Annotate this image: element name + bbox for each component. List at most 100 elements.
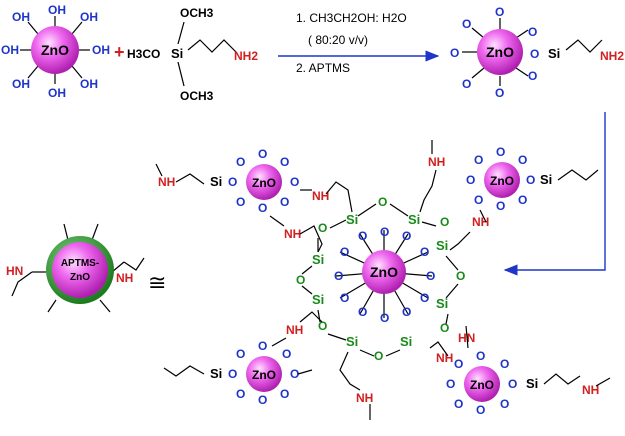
oxygen-label: O <box>474 153 483 167</box>
oxygen-label: O <box>450 46 459 60</box>
oxygen-label: O <box>236 387 245 401</box>
silicon-label: Si <box>210 174 222 189</box>
oxygen-label: O <box>340 245 349 259</box>
hydroxyl-label: OH <box>92 43 110 57</box>
oxygen-label: O <box>258 201 267 215</box>
oxygen-label: O <box>358 305 367 319</box>
oxygen-label: O <box>476 403 485 417</box>
zno-sphere <box>246 164 282 200</box>
plus-sign: + <box>114 42 125 62</box>
silicon-label: Si <box>171 46 183 61</box>
oxygen-label: O <box>518 153 527 167</box>
oxygen-label: O <box>236 155 245 169</box>
oxygen-label: O <box>496 145 505 159</box>
oxygen-label: O <box>402 229 411 243</box>
oxygen-label: O <box>258 147 267 161</box>
silicon-label: Si <box>548 46 560 61</box>
oxygen-label: O <box>290 367 299 381</box>
zno-label: ZnO <box>252 368 276 382</box>
silicon-label: Si <box>346 212 358 227</box>
oxygen-label: O <box>290 175 299 189</box>
oxygen-label: O <box>526 173 535 187</box>
amine-label: NH <box>472 215 489 229</box>
oxygen-label: O <box>474 193 483 207</box>
zno-label: ZnO <box>252 176 276 190</box>
oxygen-label: O <box>500 397 509 411</box>
silicon-label: Si <box>540 172 552 187</box>
oxygen-label: O <box>462 77 471 91</box>
amine-label: NH2 <box>600 49 624 63</box>
oxygen-label: O <box>236 195 245 209</box>
hydroxyl-label: OH <box>1 43 19 57</box>
zno-label: ZnO <box>486 44 514 60</box>
oxygen-label: O <box>462 17 471 31</box>
propylamine-chains: NH <box>339 351 373 420</box>
zno-sphere <box>246 356 282 392</box>
oxygen-label: O <box>440 215 449 229</box>
oxygen-label: O <box>280 195 289 209</box>
amine-label: NH2 <box>234 49 258 63</box>
oxygen-label: O <box>508 377 517 391</box>
oxygen-label: O <box>296 273 305 287</box>
oxygen-label: O <box>454 397 463 411</box>
condition-reagent: 2. APTMS <box>296 61 350 75</box>
satellite-zno-upper-right: ZnO O O O O O O O O Si NH NH <box>419 140 599 251</box>
oxygen-label: O <box>528 69 537 83</box>
condition-ratio: ( 80:20 v/v) <box>308 33 368 47</box>
oxygen-label: O <box>380 225 389 239</box>
silicon-label: Si <box>312 252 324 267</box>
amine-label: NH <box>436 351 453 365</box>
oxygen-label: O <box>340 291 349 305</box>
oxygen-label: O <box>374 349 383 363</box>
hydroxyl-label: OH <box>80 77 98 91</box>
hydroxyl-label: OH <box>12 10 30 24</box>
oxygen-label: O <box>528 25 537 39</box>
apt-label-2: ZnO <box>70 272 90 283</box>
aptms-molecule: OCH3 H3CO OCH3 Si NH2 <box>127 6 258 103</box>
zno-sphere <box>362 250 406 294</box>
apt-label-1: APTMS- <box>61 258 99 269</box>
amine-label: NH <box>428 155 445 169</box>
oxygen-label: O <box>378 195 387 209</box>
zno-aptms-product: ZnO O O O O O O O O Si NH2 <box>450 5 624 100</box>
oxygen-label: O <box>456 269 465 283</box>
amine-label: HN <box>6 264 23 278</box>
oxygen-label: O <box>500 357 509 371</box>
oxygen-label: O <box>426 269 435 283</box>
reaction-step-1: 1. CH3CH2OH: H2O ( 80:20 v/v) 2. APTMS <box>278 11 440 75</box>
oxygen-label: O <box>466 173 475 187</box>
zno-label: ZnO <box>470 378 494 392</box>
n-label: NH <box>158 175 175 189</box>
zno-label: ZnO <box>490 174 514 188</box>
zno-sphere <box>484 162 520 198</box>
oxygen-label: O <box>334 269 343 283</box>
oxygen-label: O <box>476 349 485 363</box>
hydroxyl-label: OH <box>80 10 98 24</box>
condition-solvent: 1. CH3CH2OH: H2O <box>296 11 407 25</box>
oxygen-label: O <box>495 5 504 19</box>
oxygen-label: O <box>236 347 245 361</box>
oxygen-label: O <box>454 357 463 371</box>
oxygen-label: O <box>228 175 237 189</box>
silicon-label: Si <box>346 334 358 349</box>
oxygen-label: O <box>380 311 389 325</box>
amine-label: NH <box>286 323 303 337</box>
oxygen-label: O <box>258 339 267 353</box>
oxygen-label: O <box>518 193 527 207</box>
silicon-label: Si <box>436 296 448 311</box>
hydroxyl-label: OH <box>12 77 30 91</box>
oxygen-label: O <box>280 155 289 169</box>
satellite-zno-lower-right: ZnO O O O O O O O O Si NH HN NH <box>429 325 611 417</box>
amine-label: NH <box>582 383 599 397</box>
zno-sphere <box>31 26 79 74</box>
oxygen-label: O <box>402 305 411 319</box>
zno-label: ZnO <box>370 264 398 280</box>
oxygen-label: O <box>420 245 429 259</box>
silicon-label: Si <box>400 334 412 349</box>
oxygen-label: O <box>280 387 289 401</box>
methoxy-bottom: OCH3 <box>180 89 214 103</box>
methoxy-top: OCH3 <box>180 6 214 20</box>
zno-sphere <box>477 29 523 75</box>
